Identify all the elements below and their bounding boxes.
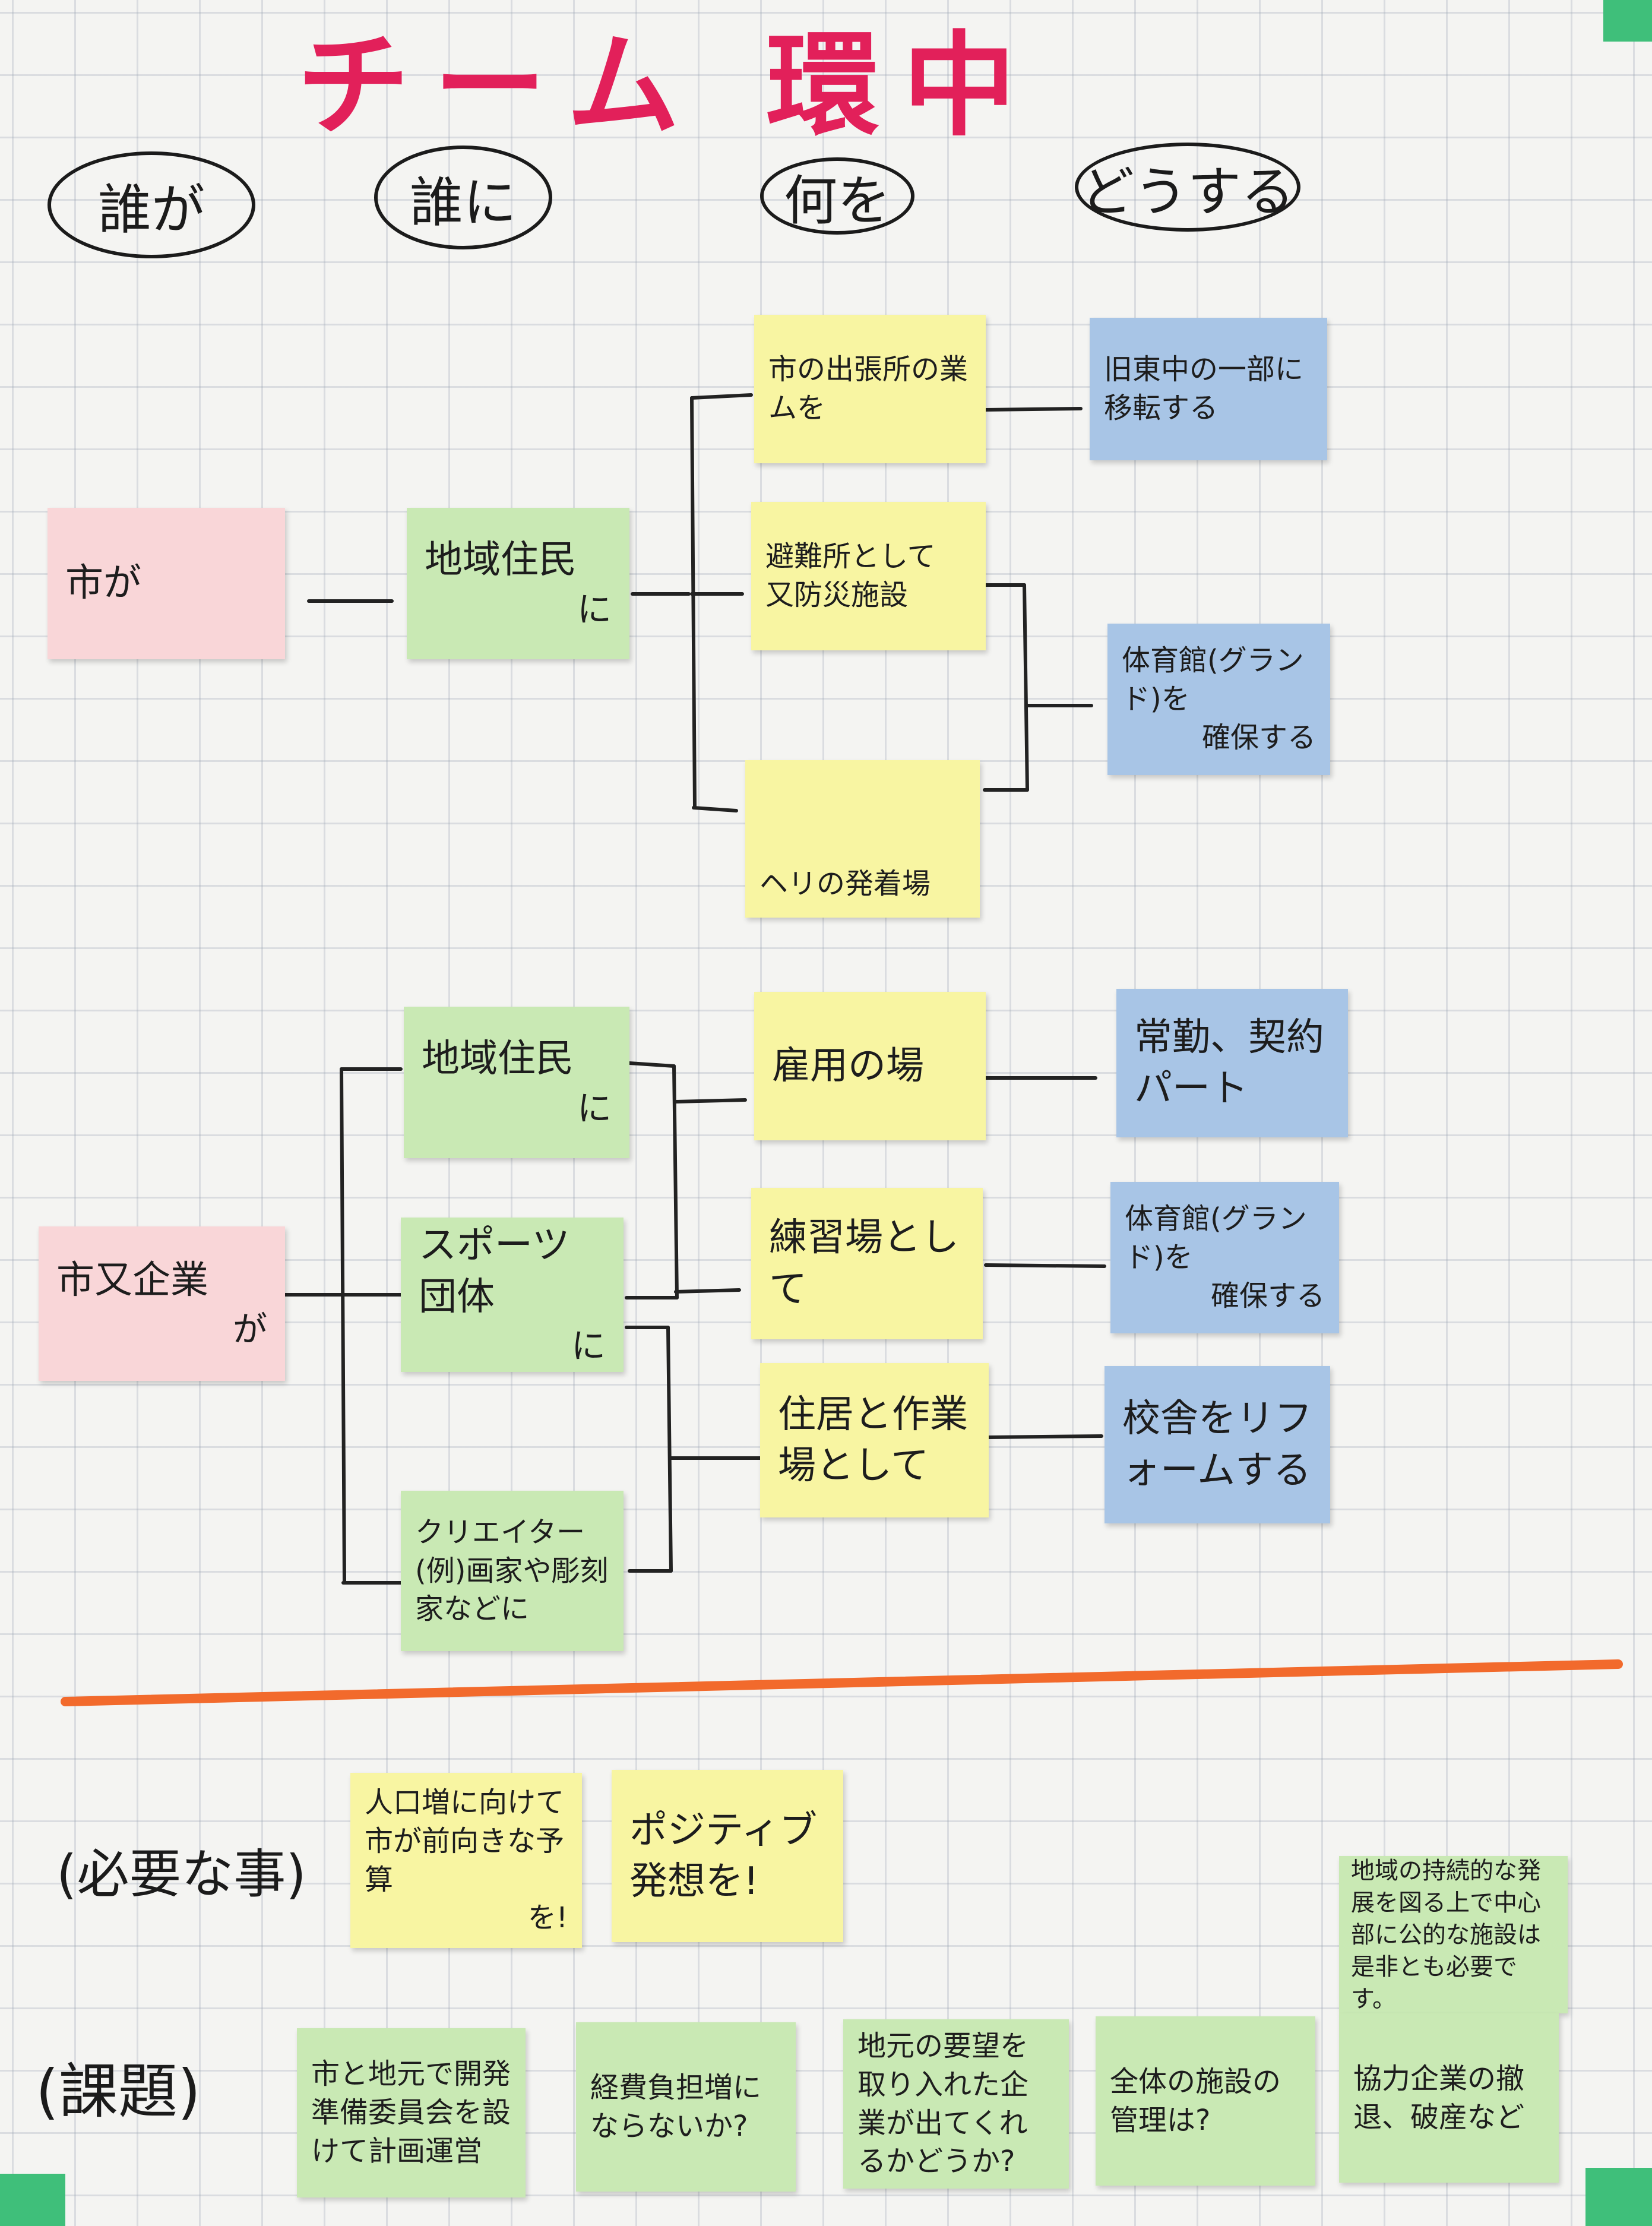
label-issues: (課題) bbox=[36, 2057, 201, 2126]
connector bbox=[987, 1434, 1103, 1439]
note-main-text: 人口増に向けて市が前向きな予算 bbox=[365, 1785, 565, 1896]
note-what-practice: 練習場として bbox=[751, 1188, 983, 1339]
note-tail-text: に bbox=[577, 1087, 612, 1128]
corner-tape-bottom-left bbox=[0, 2174, 65, 2226]
note-main-text: 地域住民 bbox=[422, 1037, 574, 1082]
note-tail-text: 確保する bbox=[1210, 1279, 1325, 1313]
header-what: 何を bbox=[760, 157, 914, 235]
connector bbox=[690, 396, 697, 810]
note-what-employment: 雇用の場 bbox=[754, 992, 986, 1140]
connector bbox=[674, 1098, 747, 1103]
connector bbox=[984, 1263, 1106, 1268]
connector bbox=[984, 407, 1083, 412]
note-issue-management: 全体の施設の管理は? bbox=[1096, 2016, 1315, 2186]
note-main-text: 市又企業 bbox=[56, 1258, 208, 1302]
note-what-evacuation: 避難所として 又防災施設 bbox=[751, 502, 986, 650]
corner-tape-top-right bbox=[1603, 0, 1652, 42]
note-issue-committee: 市と地元で開発準備委員会を設けて計画運営 bbox=[297, 2028, 526, 2197]
note-main-text: 地域住民 bbox=[425, 538, 577, 583]
note-actor-city-company: 市又企業 が bbox=[39, 1226, 285, 1381]
corner-tape-bottom-right bbox=[1585, 2168, 1652, 2226]
connector bbox=[340, 1067, 346, 1585]
note-how-contract: 常勤、契約パート bbox=[1116, 989, 1348, 1137]
note-tail-text: が bbox=[232, 1309, 267, 1350]
note-issue-cost: 経費負担増にならないか? bbox=[576, 2022, 796, 2192]
note-target-residents-1: 地域住民 に bbox=[407, 508, 629, 659]
header-how: どうする bbox=[1075, 143, 1300, 232]
poster-title: チーム 環中 bbox=[297, 20, 1040, 151]
note-what-branch-office: 市の出張所の業ムを bbox=[754, 315, 986, 463]
note-tail-text: 確保する bbox=[1201, 720, 1316, 754]
connector bbox=[692, 806, 738, 812]
label-necessary: (必要な事) bbox=[56, 1844, 306, 1905]
note-main-text: 体育館(グランド)を bbox=[1122, 644, 1304, 716]
note-what-heliport: ヘリの発着場 bbox=[745, 760, 980, 918]
note-main-text: スポーツ団体 bbox=[419, 1223, 570, 1319]
note-tail-text: を! bbox=[527, 1901, 568, 1935]
connector bbox=[1023, 583, 1029, 792]
note-issue-withdrawal: 協力企業の撤退、破産など bbox=[1339, 2013, 1559, 2183]
note-tail-text: に bbox=[571, 1326, 606, 1367]
note-necessary-budget: 人口増に向けて市が前向きな予算 を! bbox=[350, 1773, 582, 1948]
note-target-sports-groups: スポーツ団体 に bbox=[401, 1218, 624, 1372]
note-how-relocate: 旧東中の一部に移転する bbox=[1090, 318, 1327, 460]
note-necessary-positive: ポジティブ発想を! bbox=[612, 1770, 843, 1942]
header-who: 誰が bbox=[48, 151, 255, 258]
connector bbox=[672, 1064, 679, 1299]
note-how-secure-gym-1: 体育館(グランド)を 確保する bbox=[1107, 624, 1330, 775]
note-main-text: 体育館(グランド)を bbox=[1125, 1202, 1307, 1275]
note-issue-company: 地元の要望を取り入れた企業が出てくれるかどうか? bbox=[843, 2019, 1069, 2189]
section-divider bbox=[61, 1659, 1623, 1706]
note-how-reform: 校舎をリフォームする bbox=[1105, 1366, 1330, 1523]
note-how-secure-gym-2: 体育館(グランド)を 確保する bbox=[1110, 1182, 1339, 1333]
note-target-residents-2: 地域住民 に bbox=[404, 1007, 629, 1158]
note-actor-city: 市が bbox=[48, 508, 285, 659]
note-necessary-public-facility: 地域の持続的な発展を図る上で中心部に公的な施設は是非とも必要です。 bbox=[1339, 1856, 1568, 2013]
note-target-creators: クリエイター (例)画家や彫刻家などに bbox=[401, 1491, 624, 1651]
note-tail-text: に bbox=[577, 589, 612, 630]
connector bbox=[674, 1288, 741, 1294]
header-to-whom: 誰に bbox=[374, 146, 552, 249]
connector bbox=[628, 1061, 676, 1068]
note-what-housing: 住居と作業場として bbox=[760, 1363, 989, 1517]
connector bbox=[690, 393, 753, 400]
connector bbox=[666, 1326, 673, 1573]
